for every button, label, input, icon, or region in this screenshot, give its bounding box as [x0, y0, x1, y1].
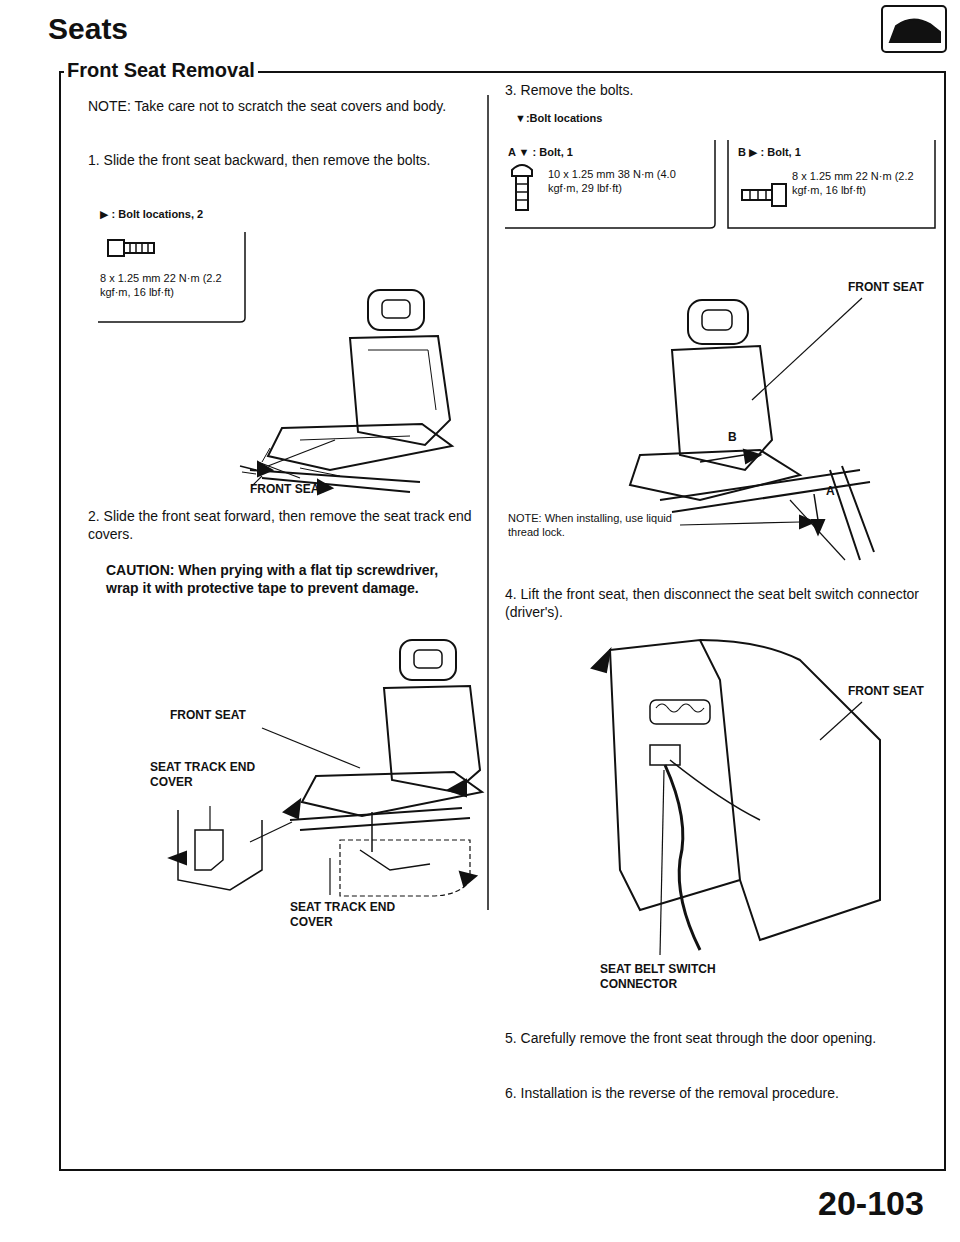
part-label: FRONT SEAT [848, 280, 924, 295]
bolt-legend: ▶ : Bolt locations, 2 [100, 208, 203, 222]
torque-spec: 10 x 1.25 mm 38 N·m (4.0 kgf·m, 29 lbf·f… [548, 168, 708, 196]
torque-spec: 8 x 1.25 mm 22 N·m (2.2 kgf·m, 16 lbf·ft… [100, 272, 240, 300]
part-label: SEAT TRACK END COVER [290, 900, 400, 930]
column-divider [487, 95, 489, 910]
bolt-legend: A ▼ : Bolt, 1 [508, 146, 573, 160]
part-label: FRONT SEAT [250, 482, 326, 497]
seat-drawing [240, 290, 452, 494]
page-number: 20-103 [818, 1182, 924, 1225]
step-text: 6. Installation is the reverse of the re… [505, 1085, 937, 1103]
note-text: NOTE: When installing, use liquid thread… [508, 512, 676, 540]
section-heading: Front Seat Removal [64, 58, 258, 83]
seat-drawing [592, 640, 880, 955]
part-label: SEAT BELT SWITCH CONNECTOR [600, 962, 770, 992]
step-text: 5. Carefully remove the front seat throu… [505, 1030, 937, 1048]
step-text: 1. Slide the front seat backward, then r… [88, 152, 473, 170]
part-label: FRONT SEAT [848, 684, 924, 699]
callout-letter: A [826, 484, 835, 499]
section-frame [60, 72, 945, 1170]
bolt-legend: ▼:Bolt locations [515, 112, 602, 126]
note-text: NOTE: Take care not to scratch the seat … [88, 98, 468, 116]
step-text: 2. Slide the front seat forward, then re… [88, 508, 473, 543]
car-icon [882, 6, 946, 52]
bolt-spec-bracket [505, 140, 935, 228]
step-text: 4. Lift the front seat, then disconnect … [505, 586, 937, 621]
page-title: Seats [48, 10, 128, 48]
part-label: FRONT SEAT [170, 708, 246, 723]
part-label: SEAT TRACK END COVER [150, 760, 260, 790]
caution-text: CAUTION: When prying with a flat tip scr… [106, 562, 474, 597]
step-text: 3. Remove the bolts. [505, 82, 633, 100]
callout-letter: B [728, 430, 737, 445]
bolt-spec-bracket [98, 232, 245, 322]
bolt-legend: B ▶ : Bolt, 1 [738, 146, 801, 160]
torque-spec: 8 x 1.25 mm 22 N·m (2.2 kgf·m, 16 lbf·ft… [792, 170, 932, 198]
